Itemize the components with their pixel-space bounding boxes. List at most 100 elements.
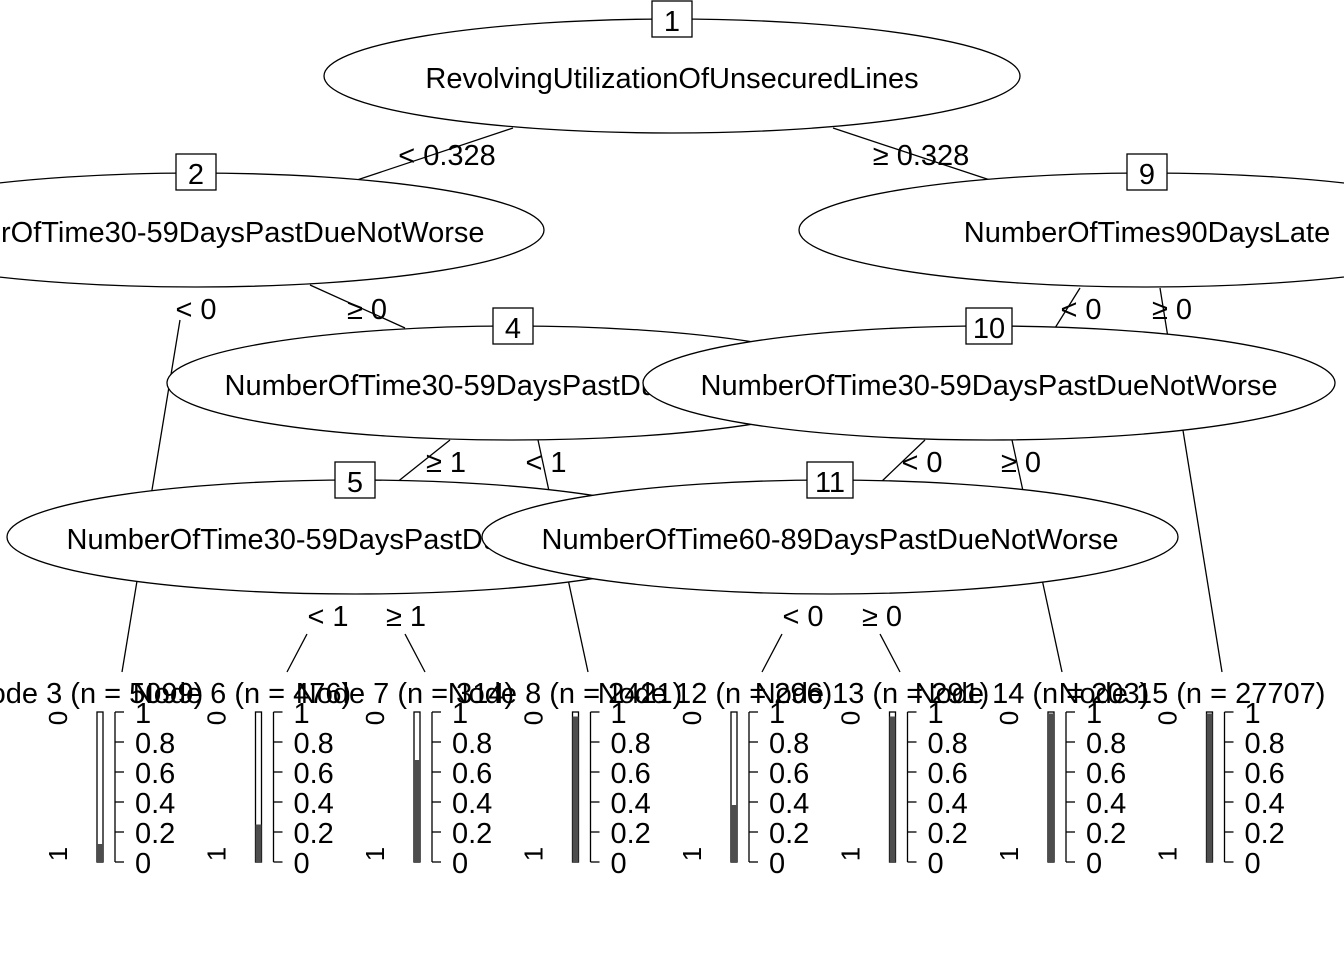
leaf-axis-tick-label: 0: [1086, 848, 1102, 880]
leaf-category-1-label: 1: [360, 847, 390, 861]
node-id-box: [1126, 153, 1168, 191]
leaf-category-0-label: 0: [519, 711, 549, 725]
leaf-axis-tick-label: 0.4: [135, 788, 175, 820]
leaf-axis-tick-label: 0.6: [452, 758, 492, 790]
leaf-header-label: Node 6 (n = 476): [133, 678, 351, 710]
edge-label-4-8: < 1: [525, 447, 566, 479]
leaf-axis-tick-label: 0.8: [294, 728, 334, 760]
leaf-category-1-label: 1: [677, 847, 707, 861]
edge-label-1-2: < 0.328: [398, 140, 496, 172]
leaf-axis-tick-label: 0.6: [611, 758, 651, 790]
node-variable-label: NumberOfTimes90DaysLate: [964, 217, 1330, 249]
edge-10-11: [879, 439, 926, 484]
leaf-category-1-label: 1: [519, 847, 549, 861]
leaf-bar-fill: [414, 760, 420, 862]
leaf-category-0-label: 0: [994, 711, 1024, 725]
edge-label-2-4: ≥ 0: [347, 294, 387, 326]
node-id-box: [651, 0, 693, 38]
leaf-header-label: Node 14 (n = 203): [915, 678, 1150, 710]
leaf-axis-tick-label: 0: [611, 848, 627, 880]
edge-1-2: [356, 127, 514, 181]
edge-label-2-3: < 0: [175, 294, 216, 326]
edge-label-5-7: ≥ 1: [386, 601, 426, 633]
leaf-axis-tick-label: 0.6: [1245, 758, 1285, 790]
leaf-bar-fill: [889, 716, 896, 862]
node-id-box: [965, 307, 1013, 345]
leaf-axis-tick-label: 0: [928, 848, 944, 880]
leaf-category-1-label: 1: [836, 847, 866, 861]
leaf-axis-tick-label: 0.8: [1245, 728, 1285, 760]
edge-label-10-14: ≥ 0: [1001, 447, 1041, 479]
leaf-header-label: Node 7 (n = 314): [296, 678, 514, 710]
edge-labels-layer: < 0.328 ≥ 0.328 < 0 ≥ 0 ≥ 1 < 1 < 1 ≥ 1 …: [175, 140, 1192, 633]
leaf-header-label: Node 15 (n = 27707): [1059, 678, 1326, 710]
node-variable-label: NumberOfTime30-59DaysPastDueNotWorse: [0, 217, 484, 249]
leaf-axis-tick-label: 0.4: [294, 788, 334, 820]
edge-5-6: [286, 633, 308, 673]
leaf-category-0-label: 0: [1153, 711, 1183, 725]
leaf-category-0-label: 0: [202, 711, 232, 725]
edge-11-13: [879, 633, 901, 673]
node-id-label: 9: [1139, 159, 1155, 191]
leaf-axis-tick-label: 0: [135, 848, 151, 880]
leaf-axis-tick-label: 0: [452, 848, 468, 880]
node-id-box: [806, 461, 854, 499]
leaf-axis-tick-label: 1: [1086, 698, 1102, 730]
node-variable-label: NumberOfTime60-89DaysPastDueNotWorse: [542, 524, 1119, 556]
leaf-axis-tick-label: 1: [928, 698, 944, 730]
node-id-label: 10: [973, 313, 1005, 345]
leaf-bar-fill: [572, 716, 579, 862]
leaf-axis-tick-label: 0.4: [1086, 788, 1126, 820]
node-variable-label: RevolvingUtilizationOfUnsecuredLines: [425, 63, 918, 95]
node-id-box: [175, 153, 217, 191]
leaf-axis-tick-label: 0.2: [1086, 818, 1126, 850]
leaf-axis-tick-label: 0.8: [1086, 728, 1126, 760]
edge-9-10: [1054, 287, 1081, 329]
tree-node-11: NumberOfTime60-89DaysPastDueNotWorse 11: [481, 461, 1179, 595]
leaf-axis-tick-label: 0: [294, 848, 310, 880]
tree-node-1: RevolvingUtilizationOfUnsecuredLines 1: [323, 0, 1021, 134]
leaf-axis-tick-label: 0.8: [611, 728, 651, 760]
leaf-axis-tick-label: 0.8: [928, 728, 968, 760]
leaf-axis-tick-label: 1: [769, 698, 785, 730]
node-id-label: 2: [188, 159, 204, 191]
leaf-axis-tick-label: 0.4: [769, 788, 809, 820]
edge-4-5: [395, 439, 451, 484]
leaf-category-1-label: 1: [994, 847, 1024, 861]
leaf-axis-tick-label: 0.6: [294, 758, 334, 790]
node-id-label: 4: [505, 313, 521, 345]
node-variable-label: NumberOfTime30-59DaysPastDueNotWorse: [701, 370, 1278, 402]
leaf-axis-tick-label: 0.6: [135, 758, 175, 790]
node-id-box: [492, 307, 534, 345]
leaf-category-0-label: 0: [360, 711, 390, 725]
node-id-box: [334, 461, 376, 499]
leaf-bar-fill: [731, 805, 737, 862]
edge-label-9-10: < 0: [1060, 294, 1101, 326]
leaf-bar-fill: [1048, 713, 1054, 862]
tree-node-4: NumberOfTime30-59DaysPastDueNotWorse 4: [166, 307, 860, 441]
leaf-axis-tick-label: 1: [135, 698, 151, 730]
edge-11-12: [761, 633, 783, 673]
node-id-label: 5: [347, 467, 363, 499]
leaf-axis-tick-label: 0.2: [452, 818, 492, 850]
leaf-axis-tick-label: 0.2: [135, 818, 175, 850]
edge-label-5-6: < 1: [307, 601, 348, 633]
edge-1-9: [832, 127, 991, 181]
leaf-axis-tick-label: 0.8: [135, 728, 175, 760]
leaf-header-label: Node 3 (n = 5099): [0, 678, 203, 710]
leaf-category-1-label: 1: [43, 847, 73, 861]
leaf-axis-tick-label: 0.6: [928, 758, 968, 790]
leaf-header-label: Node 12 (n = 296): [598, 678, 833, 710]
edge-label-9-15: ≥ 0: [1152, 294, 1192, 326]
leaf-axis-tick-label: 0.4: [928, 788, 968, 820]
leaf-category-0-label: 0: [677, 711, 707, 725]
leaf-category-0-label: 0: [836, 711, 866, 725]
leaf-axis-tick-label: 1: [294, 698, 310, 730]
